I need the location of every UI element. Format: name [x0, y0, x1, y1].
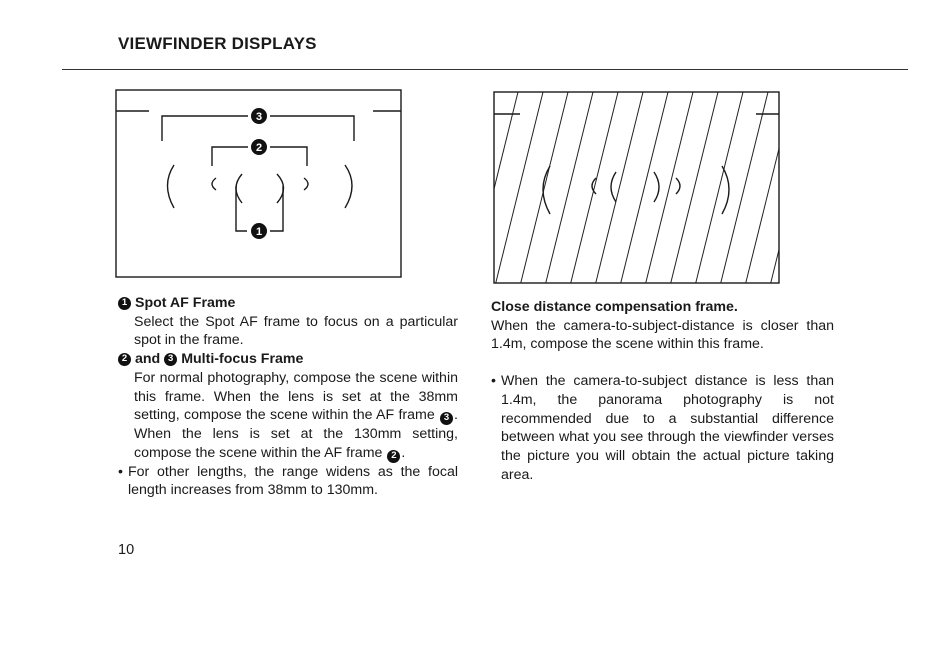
bracket-inner-right [653, 171, 660, 203]
frame-1-leader [235, 186, 284, 232]
viewfinder-outline [115, 89, 402, 278]
hatching [494, 92, 779, 283]
number-badge-2: 2 [118, 352, 131, 366]
spot-af-heading: 1 Spot AF Frame [118, 294, 458, 313]
frame-label-2: 2 [251, 139, 267, 155]
close-distance-description: When the camera-to-subject-distance is c… [491, 317, 834, 353]
page-number: 10 [118, 542, 135, 558]
panorama-warning-text: When the camera-to-subject distance is l… [501, 373, 834, 483]
svg-text:3: 3 [256, 111, 262, 123]
spot-af-description: Select the Spot AF frame to focus on a p… [134, 313, 458, 349]
focal-length-note: • For other lengths, the range widens as… [118, 463, 458, 500]
heading-and: and [135, 351, 161, 368]
svg-text:2: 2 [256, 142, 262, 154]
viewfinder-af-frames-diagram: 3 2 1 [115, 89, 402, 278]
bracket-outer-right [721, 165, 730, 215]
close-distance-frame-diagram [493, 91, 780, 284]
multi-frame-tele-bracket-left [211, 177, 217, 191]
multi-focus-text-1: For normal photography, compose the scen… [134, 369, 458, 424]
multi-focus-text-2: . When the lens is set at the 130mm sett… [134, 407, 458, 461]
spot-frame-bracket-left [235, 173, 243, 204]
multi-frame-wide-bracket-left [166, 164, 175, 209]
frame-label-3: 3 [251, 108, 267, 124]
multi-focus-heading: 2 and 3 Multi-focus Frame [118, 350, 458, 369]
focal-length-note-text: For other lengths, the range widens as t… [128, 463, 458, 499]
bracket-outer-left [542, 165, 551, 215]
right-column: Close distance compensation frame. When … [491, 298, 834, 484]
bracket-mid-right [675, 177, 681, 195]
number-badge-3: 3 [164, 352, 178, 366]
spot-frame-bracket-right [276, 173, 285, 204]
bracket-mid-left [591, 177, 597, 195]
spot-af-heading-text: Spot AF Frame [135, 295, 236, 311]
bracket-inner-left [610, 171, 617, 203]
svg-text:1: 1 [256, 226, 262, 238]
multi-frame-wide-bracket-right [344, 164, 353, 209]
frame-label-1: 1 [251, 223, 267, 239]
viewfinder-outline [493, 91, 780, 284]
multi-focus-description: For normal photography, compose the scen… [134, 369, 458, 463]
frame-2-leader [211, 146, 308, 166]
multi-focus-text-3: . [401, 444, 406, 461]
inline-badge-2: 2 [387, 449, 401, 463]
frame-3-leader [161, 115, 355, 141]
number-badge-1: 1 [118, 296, 131, 310]
page-title: VIEWFINDER DISPLAYS [118, 34, 317, 53]
panorama-warning-note: • When the camera-to-subject distance is… [491, 372, 834, 484]
multi-focus-heading-text: Multi-focus Frame [181, 351, 304, 368]
close-distance-heading: Close distance compensation frame. [491, 299, 738, 315]
header-rule [62, 69, 908, 70]
inline-badge-3: 3 [440, 412, 454, 426]
bullet-marker: • [118, 463, 123, 480]
left-column: 1 Spot AF Frame Select the Spot AF frame… [118, 294, 458, 500]
bullet-marker: • [491, 373, 496, 390]
multi-frame-tele-bracket-right [303, 177, 309, 191]
